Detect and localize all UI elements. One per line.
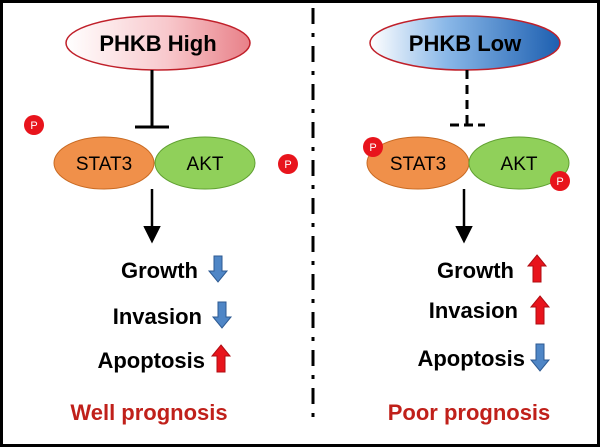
left-phospho-tag-1: P (24, 115, 44, 135)
right-akt-phospho-tag: P (550, 171, 570, 191)
svg-text:P: P (369, 142, 376, 154)
right-invasion-up-arrow-icon (529, 295, 551, 325)
left-apoptosis-up-arrow-icon (210, 344, 232, 373)
left-growth-down-arrow-icon (207, 255, 229, 283)
left-title: PHKB High (99, 31, 216, 56)
right-prognosis: Poor prognosis (388, 400, 551, 425)
right-panel: PHKB Low STAT3 AKT P P Growth Invasion A… (363, 15, 570, 425)
left-akt-node (154, 136, 256, 190)
right-effect-growth: Growth (437, 258, 514, 283)
svg-text:P: P (30, 120, 37, 132)
svg-text:P: P (284, 159, 291, 171)
left-title-pill (65, 15, 251, 71)
left-prognosis: Well prognosis (70, 400, 227, 425)
right-stat3-phospho-tag: P (363, 137, 383, 157)
left-akt-label: AKT (187, 154, 224, 175)
left-phospho-tag-2: P (278, 154, 298, 174)
right-akt-node (468, 136, 570, 190)
right-akt-label: AKT (501, 154, 538, 175)
left-effect-apoptosis: Apoptosis (97, 348, 205, 373)
right-growth-up-arrow-icon (526, 254, 548, 283)
right-apoptosis-down-arrow-icon (529, 343, 551, 372)
left-stat3-label: STAT3 (76, 154, 132, 175)
left-invasion-down-arrow-icon (211, 301, 233, 329)
right-stat3-label: STAT3 (390, 154, 446, 175)
left-effect-invasion: Invasion (113, 304, 202, 329)
right-title-pill (369, 15, 561, 71)
right-title: PHKB Low (409, 31, 522, 56)
right-effect-apoptosis: Apoptosis (417, 346, 525, 371)
right-effect-invasion: Invasion (429, 298, 518, 323)
svg-text:P: P (556, 176, 563, 188)
left-panel: PHKB High P P STAT3 AKT Growth Invasion … (24, 15, 298, 425)
left-effect-growth: Growth (121, 258, 198, 283)
left-stat3-node (53, 136, 155, 190)
